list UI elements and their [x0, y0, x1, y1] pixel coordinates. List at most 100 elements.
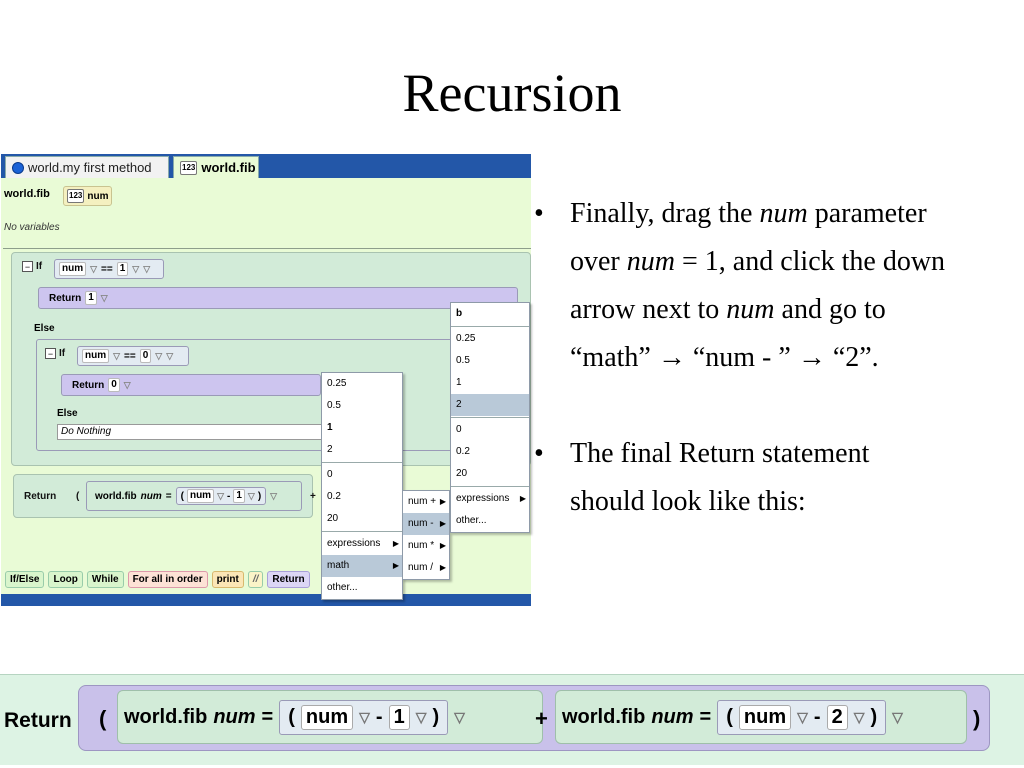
dropdown-icon[interactable]: ▽	[415, 708, 427, 725]
inner-left-operand[interactable]: num	[300, 704, 354, 730]
collapse-icon[interactable]: −	[22, 261, 33, 272]
menu-separator	[322, 531, 402, 532]
menu-item[interactable]: b	[456, 308, 463, 319]
condition-left[interactable]: num	[82, 349, 110, 363]
inner-expression[interactable]: ( num▽ - 1▽ )	[175, 487, 267, 505]
inner-expression[interactable]: ( num▽ - 1▽ )	[279, 699, 449, 735]
menu-item[interactable]: 20	[456, 468, 468, 479]
inner-right-operand[interactable]: 1	[233, 489, 245, 503]
parameter-label: num	[87, 190, 109, 202]
menu-item-num-minus[interactable]: num -▶	[403, 513, 449, 535]
menu-item-num-plus[interactable]: num +▶	[403, 491, 449, 513]
math-submenu: num +▶ num -▶ num *▶ num /▶	[402, 490, 450, 580]
dropdown-icon[interactable]: ▽	[892, 708, 903, 725]
menu-item-math[interactable]: math ▶	[322, 555, 402, 577]
dropdown-icon[interactable]: ▽	[143, 263, 151, 274]
loop-button[interactable]: Loop	[48, 570, 83, 588]
menu-item[interactable]: 2	[327, 444, 333, 455]
bullet-text: The final Return statement should look l…	[570, 438, 870, 517]
condition-right[interactable]: 0	[139, 349, 152, 363]
menu-item[interactable]: 0	[456, 424, 462, 435]
return-statement[interactable]: Return 0▽	[61, 374, 321, 396]
function-call-world-fib-1[interactable]: world.fib num = ( num▽ - 1▽ ) ▽	[117, 690, 543, 744]
if-condition[interactable]: num▽ == 1▽ ▽	[54, 259, 164, 279]
inner-left-operand[interactable]: num	[186, 489, 215, 503]
return-button[interactable]: Return	[267, 570, 310, 588]
menu-item[interactable]: 0	[327, 469, 333, 480]
do-nothing-placeholder: Do Nothing	[57, 424, 322, 440]
dropdown-icon[interactable]: ▽	[113, 350, 121, 361]
dropdown-icon[interactable]: ▽	[270, 490, 278, 501]
dropdown-icon[interactable]: ▽	[454, 708, 465, 725]
while-button[interactable]: While	[86, 570, 124, 588]
submenu-arrow-icon: ▶	[439, 497, 446, 506]
menu-item-num-divide[interactable]: num /▶	[403, 557, 449, 579]
print-button[interactable]: print	[211, 570, 244, 588]
equals-sign: =	[699, 705, 712, 728]
menu-item[interactable]: 0.2	[456, 446, 470, 457]
if-else-block[interactable]: − If num▽ == 1▽ ▽ Return 1▽ Else − If nu…	[11, 252, 531, 466]
dropdown-icon[interactable]: ▽	[359, 708, 370, 725]
return-expression-block[interactable]: Return ( world.fib num = ( num▽ - 1▽ ) ▽…	[13, 474, 316, 518]
return-value[interactable]: 1	[85, 291, 97, 305]
menu-item-label: num -	[408, 518, 434, 529]
divider	[3, 248, 531, 249]
menu-item[interactable]: 0.25	[327, 378, 347, 389]
inner-expression[interactable]: ( num▽ - 2▽ )	[717, 699, 887, 735]
dropdown-icon[interactable]: ▽	[123, 379, 131, 390]
function-call-world-fib[interactable]: world.fib num = ( num▽ - 1▽ ) ▽	[86, 481, 302, 511]
menu-item-other[interactable]: other...	[327, 582, 358, 593]
inner-right-operand[interactable]: 2	[826, 704, 848, 730]
dropdown-icon[interactable]: ▽	[100, 292, 108, 303]
dropdown-icon[interactable]: ▽	[217, 490, 224, 501]
dropdown-icon[interactable]: ▽	[853, 708, 865, 725]
parameter-num[interactable]: 123 num	[63, 186, 113, 206]
return-keyword: Return	[72, 379, 105, 391]
dropdown-icon[interactable]: ▽	[132, 263, 140, 274]
tab-world-my-first-method[interactable]: world.my first method	[5, 156, 169, 178]
submenu-arrow-icon: ▶	[392, 561, 399, 570]
menu-item[interactable]: 0.25	[456, 333, 476, 344]
dropdown-icon[interactable]: ▽	[247, 490, 255, 501]
inner-right-operand[interactable]: 1	[388, 704, 410, 730]
collapse-icon[interactable]: −	[45, 348, 56, 359]
menu-item-label: math	[327, 560, 350, 571]
return-statement[interactable]: Return 1▽	[38, 287, 518, 309]
inner-operator: -	[375, 705, 383, 728]
menu-item[interactable]: 0.2	[327, 491, 341, 502]
if-condition[interactable]: num▽ == 0▽ ▽	[77, 346, 189, 366]
menu-separator	[451, 417, 529, 418]
dropdown-icon[interactable]: ▽	[90, 263, 98, 274]
menu-item-selected[interactable]: 2	[451, 394, 529, 416]
menu-item-expressions[interactable]: expressions▶	[451, 488, 529, 510]
function-call-world-fib-2[interactable]: world.fib num = ( num▽ - 2▽ ) ▽	[555, 690, 967, 744]
menu-item[interactable]: 0.5	[327, 400, 341, 411]
plus-operator: +	[535, 706, 548, 731]
text-run: “2”.	[825, 342, 879, 373]
menu-item[interactable]: 1	[456, 377, 462, 388]
menu-item-other[interactable]: other...	[456, 515, 487, 526]
for-all-in-order-button[interactable]: For all in order	[127, 570, 208, 588]
call-param-name: num	[651, 705, 694, 728]
value-popup-menu: 0.25 0.5 1 2 0 0.2 20 expressions▶ math ▶…	[321, 372, 403, 600]
menu-item[interactable]: 0.5	[456, 355, 470, 366]
menu-item-num-times[interactable]: num *▶	[403, 535, 449, 557]
inner-close-paren: )	[870, 705, 878, 728]
text-run-italic: num	[726, 294, 775, 325]
comment-button[interactable]: //	[247, 570, 264, 588]
tab-world-fib[interactable]: 123 world.fib	[173, 156, 259, 178]
if-else-button[interactable]: If/Else	[5, 570, 45, 588]
dropdown-icon[interactable]: ▽	[166, 350, 174, 361]
condition-left[interactable]: num	[59, 262, 87, 276]
bullet-text: Finally, drag the num parameter over num…	[570, 190, 966, 382]
return-expression[interactable]: ( world.fib num = ( num▽ - 1▽ ) ▽ + worl…	[78, 685, 990, 751]
dropdown-icon[interactable]: ▽	[155, 350, 163, 361]
menu-item-expressions[interactable]: expressions▶	[322, 533, 402, 555]
menu-item[interactable]: 20	[327, 513, 339, 524]
return-value[interactable]: 0	[108, 378, 120, 392]
condition-right[interactable]: 1	[116, 262, 129, 276]
menu-item[interactable]: 1	[327, 422, 333, 433]
inner-left-operand[interactable]: num	[738, 704, 792, 730]
dropdown-icon[interactable]: ▽	[797, 708, 808, 725]
status-bar	[1, 594, 531, 606]
